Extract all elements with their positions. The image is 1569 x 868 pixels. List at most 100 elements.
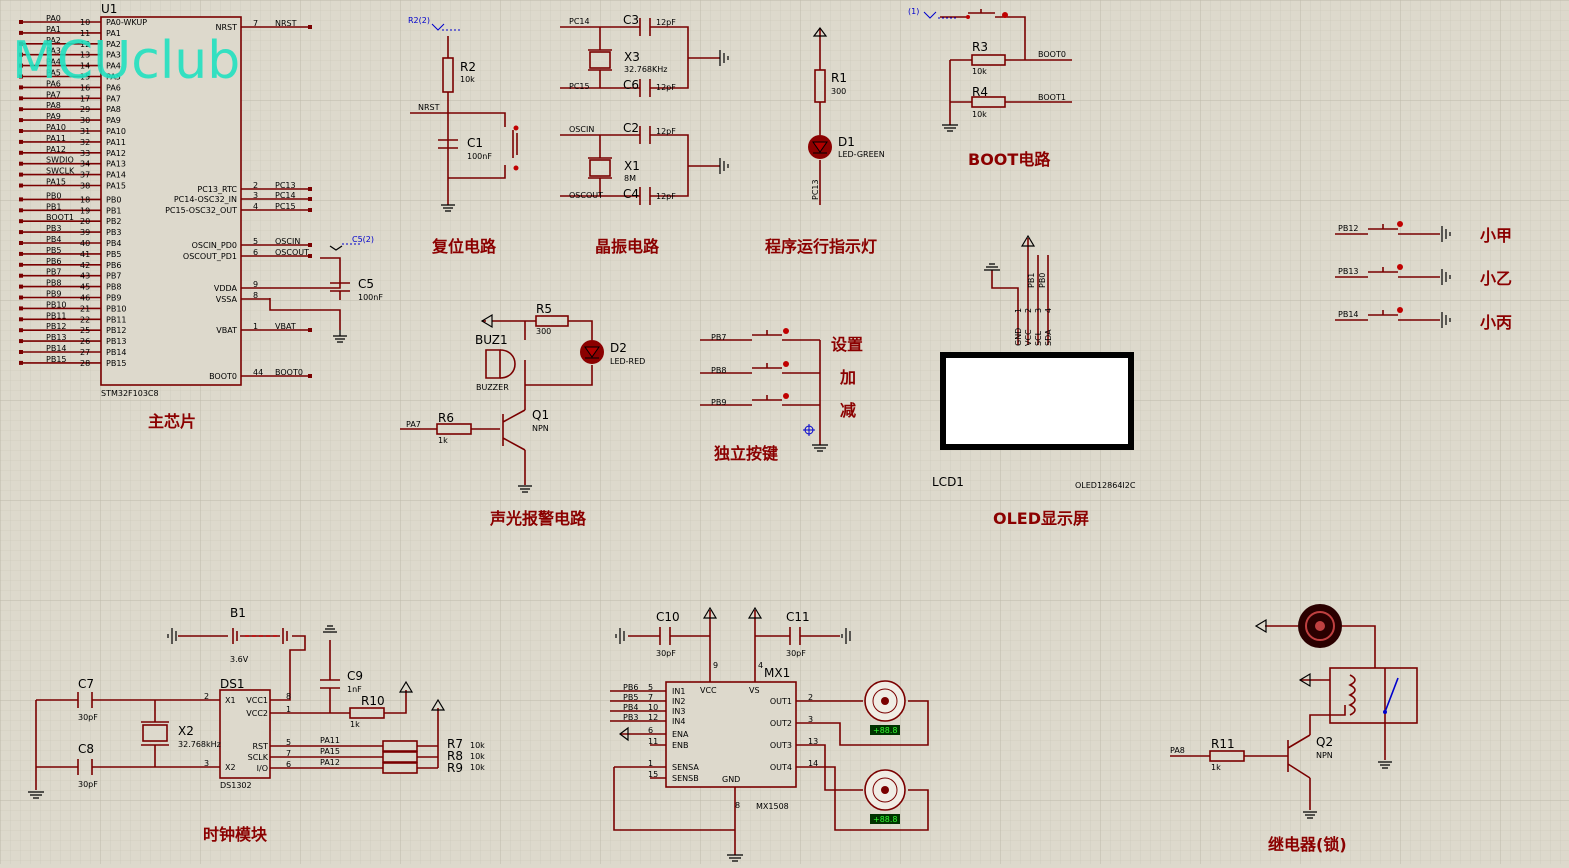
mx1508-chip[interactable] bbox=[665, 681, 797, 788]
mcu-pin-terminal[interactable] bbox=[19, 172, 23, 177]
mcu-pin-terminal[interactable] bbox=[19, 118, 23, 123]
mcu-pin-terminal[interactable] bbox=[19, 251, 23, 256]
mcu-pin-terminal[interactable] bbox=[19, 197, 23, 202]
mcu-pin-terminal[interactable] bbox=[19, 129, 23, 133]
r4-resistor[interactable] bbox=[971, 96, 1006, 108]
mcu-right-net-label: BOOT0 bbox=[275, 368, 303, 377]
mcu-left-pin-name: PB2 bbox=[106, 217, 121, 226]
mcu-pin-terminal[interactable] bbox=[308, 208, 312, 212]
rkey-net-pb13: PB13 bbox=[1338, 267, 1359, 276]
right-keys[interactable]: PB12 PB13 PB14 bbox=[1335, 221, 1451, 328]
mcu-pin-terminal[interactable] bbox=[19, 350, 23, 354]
mcu-left-pin-name: PB5 bbox=[106, 250, 121, 259]
mcu-pin-terminal[interactable] bbox=[19, 360, 23, 365]
run-led-circuit[interactable]: R1 300 D1 LED-GREEN PC13 bbox=[808, 27, 885, 205]
x1-crystal[interactable] bbox=[589, 159, 611, 177]
r6-resistor[interactable] bbox=[436, 423, 472, 435]
mcu-pin-terminal[interactable] bbox=[19, 295, 23, 300]
clock-net-pa12: PA12 bbox=[320, 758, 340, 767]
mcu-pin-terminal[interactable] bbox=[19, 284, 23, 289]
relay-body[interactable] bbox=[1329, 667, 1418, 724]
r7-resistor[interactable] bbox=[382, 740, 418, 752]
c9-value: 1nF bbox=[347, 685, 362, 694]
c10-ref: C10 bbox=[656, 610, 680, 624]
mcu-left-net-label: PA11 bbox=[46, 134, 66, 143]
mcu-pin-terminal[interactable] bbox=[19, 230, 23, 235]
r10-value: 1k bbox=[350, 720, 360, 729]
r5-resistor[interactable] bbox=[535, 315, 569, 327]
mx1508-pin-number: 3 bbox=[808, 715, 813, 724]
mcu-pin-terminal[interactable] bbox=[19, 96, 23, 101]
mcu-pin-terminal[interactable] bbox=[19, 262, 23, 267]
mcu-left-pin-number: 26 bbox=[80, 337, 90, 346]
mcu-pin-terminal[interactable] bbox=[19, 52, 23, 57]
mcu-pin-terminal[interactable] bbox=[19, 317, 23, 322]
r1-resistor[interactable] bbox=[814, 69, 826, 103]
ds1302-pin-number: 6 bbox=[286, 760, 291, 769]
mcu-pin-terminal[interactable] bbox=[19, 139, 23, 144]
mcu-pin-terminal[interactable] bbox=[308, 374, 312, 378]
relay-circuit[interactable]: R11 1k Q2 NPN PA8 bbox=[1170, 604, 1418, 819]
motor-driver[interactable]: +88.8 +88.8 IN15PB6IN27PB5IN310PB4IN412P… bbox=[610, 606, 929, 862]
r3-resistor[interactable] bbox=[971, 54, 1006, 66]
mcu-pin-terminal[interactable] bbox=[19, 74, 23, 79]
mcu-pin-terminal[interactable] bbox=[308, 197, 312, 201]
r2-resistor[interactable] bbox=[442, 57, 454, 93]
mcu-pin-terminal[interactable] bbox=[19, 339, 23, 344]
mcu-pin-terminal[interactable] bbox=[19, 328, 23, 333]
mcu-pin-terminal[interactable] bbox=[19, 273, 23, 278]
mcu-pin-terminal[interactable] bbox=[308, 254, 312, 258]
mcu-left-pin-number: 18 bbox=[80, 195, 90, 204]
r8-resistor[interactable] bbox=[382, 751, 418, 763]
ds1302-chip[interactable] bbox=[219, 689, 271, 779]
x2-crystal[interactable] bbox=[142, 724, 168, 742]
c9-ref: C9 bbox=[347, 669, 363, 683]
mx1-ref: MX1 bbox=[764, 666, 790, 680]
mcu-pin-terminal[interactable] bbox=[19, 208, 23, 213]
r9-resistor[interactable] bbox=[382, 762, 418, 774]
reset-net-nrst: NRST bbox=[418, 103, 440, 112]
mcu-pin-terminal[interactable] bbox=[19, 41, 23, 46]
r10-resistor[interactable] bbox=[349, 707, 385, 719]
mcu-body[interactable] bbox=[100, 16, 242, 386]
mx1-part: MX1508 bbox=[756, 802, 789, 811]
mcu-pin-terminal[interactable] bbox=[19, 20, 23, 24]
mcu-pin-terminal[interactable] bbox=[19, 241, 23, 245]
title-clock: 时钟模块 bbox=[203, 825, 268, 844]
mcu-pin-terminal[interactable] bbox=[19, 306, 23, 311]
mcu-pin-terminal[interactable] bbox=[19, 219, 23, 224]
motor-2-readout bbox=[870, 814, 900, 824]
mcu-pin-terminal[interactable] bbox=[308, 25, 312, 29]
mcu-pin-terminal[interactable] bbox=[308, 328, 312, 332]
mx1508-pin-number: 8 bbox=[735, 801, 740, 810]
r11-resistor[interactable] bbox=[1209, 750, 1245, 762]
mcu-left-pin-number: 34 bbox=[80, 160, 90, 169]
keys-circuit[interactable]: PB7 PB8 PB9 bbox=[700, 328, 828, 452]
crystal-circuit[interactable]: C3 12pF X3 32.768KHz C6 12pF C2 12pF X1 … bbox=[560, 13, 729, 205]
mcu-pin-terminal[interactable] bbox=[19, 183, 23, 188]
title-buzzer: 声光报警电路 bbox=[489, 509, 587, 528]
mcu-pin-terminal[interactable] bbox=[19, 63, 23, 68]
mcu-pin-terminal[interactable] bbox=[19, 85, 23, 90]
mcu-pin-terminal[interactable] bbox=[19, 30, 23, 35]
mcu-pin-terminal[interactable] bbox=[19, 150, 23, 155]
capacitor-c5[interactable]: C5(2) C5 100nF bbox=[269, 235, 383, 343]
reset-circuit[interactable]: R2(2) R2 10k C1 100nF NRST bbox=[408, 16, 519, 212]
boot-circuit[interactable]: (1) R3 10k R4 10k BOOT0 BOOT1 bbox=[908, 7, 1072, 132]
mcu-pin-terminal[interactable] bbox=[308, 187, 312, 191]
mcu-pin-terminal[interactable] bbox=[19, 161, 23, 166]
mcu-pin-terminal[interactable] bbox=[19, 107, 23, 112]
mcu-left-pin-name: PA14 bbox=[106, 171, 126, 180]
c2-ref: C2 bbox=[623, 121, 639, 135]
mcu-pin-terminal[interactable] bbox=[308, 243, 312, 247]
mcu-left-pin-name: PB1 bbox=[106, 206, 121, 215]
oled-pin-name: GND bbox=[1014, 328, 1023, 346]
buzzer-circuit[interactable]: BUZ1 BUZZER R5 300 D2 LED-RED R6 1k Q1 N… bbox=[400, 302, 645, 493]
q2-ref: Q2 bbox=[1316, 735, 1333, 749]
x3-crystal[interactable] bbox=[589, 51, 611, 69]
mcu-left-net-label: PB1 bbox=[46, 202, 61, 211]
